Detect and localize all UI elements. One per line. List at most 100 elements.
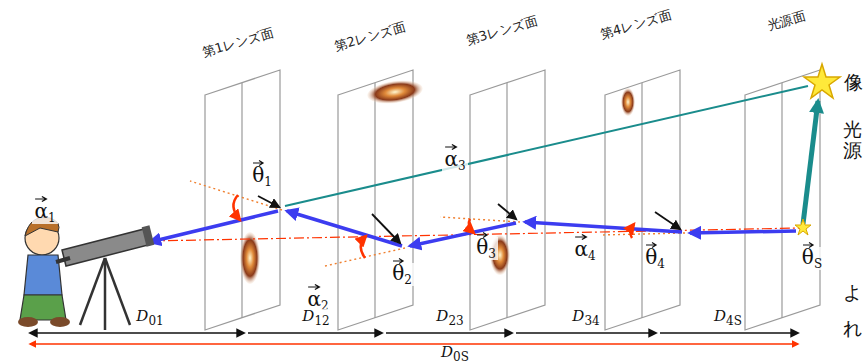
symbol: θ — [476, 237, 488, 257]
distance-label: D12 — [300, 309, 331, 327]
galaxy — [621, 88, 635, 116]
position-vectors — [258, 196, 680, 243]
ray — [690, 231, 796, 233]
ray — [287, 211, 402, 246]
symbol: D — [714, 307, 726, 325]
shoe — [50, 317, 70, 327]
plane-axis — [506, 83, 507, 318]
subscript: 12 — [314, 314, 329, 328]
lens-plane — [205, 70, 280, 330]
ray — [410, 223, 516, 246]
shoe — [18, 317, 38, 327]
galaxies — [240, 77, 635, 284]
distance-label: D23 — [434, 309, 465, 327]
deflection-arc — [630, 224, 634, 238]
subscript: 4 — [588, 249, 596, 263]
distance-arrow — [386, 332, 512, 334]
vector-label: α4 — [572, 239, 597, 262]
image-ray — [285, 86, 808, 206]
galaxy — [240, 232, 260, 284]
symbol: α — [574, 239, 588, 259]
ray — [525, 222, 682, 232]
image-shift-arrow — [803, 101, 818, 224]
symbol: D — [136, 307, 148, 325]
symbol: D — [302, 307, 314, 325]
theta-arrow — [655, 212, 680, 229]
symbol: α — [307, 289, 321, 309]
vector-arrow-stroke — [646, 242, 656, 247]
deflection-arc — [361, 236, 366, 258]
vector-arrow-stroke — [477, 232, 487, 237]
symbol: α — [34, 201, 48, 221]
text-label: よ — [843, 283, 862, 302]
vector-arrow-stroke — [803, 242, 813, 247]
plane-label: 第4レンズ面 — [599, 8, 673, 41]
source-star — [795, 219, 811, 235]
light-rays — [150, 211, 796, 246]
plane-axis — [781, 83, 782, 318]
distance-arrow — [516, 332, 656, 334]
vector-arrow — [574, 233, 588, 241]
vector-arrow — [645, 241, 657, 249]
telescope-lens — [142, 225, 155, 246]
vector-label: α1 — [32, 201, 57, 224]
text-label: 像 — [844, 73, 863, 92]
vector-arrow-stroke — [446, 144, 457, 149]
plane-axis — [241, 83, 242, 318]
total-distance-arrow — [30, 343, 798, 345]
distance-arrow — [248, 332, 382, 334]
distance-label: D01 — [134, 309, 165, 327]
distance-label: D4S — [712, 309, 744, 327]
trousers — [20, 295, 66, 320]
plane-label: 第3レンズ面 — [465, 14, 539, 47]
vector-arrow — [34, 195, 48, 203]
vector-label: θ3 — [474, 237, 498, 260]
symbol: α — [444, 149, 458, 169]
distance-arrows — [30, 332, 798, 334]
vector-arrow — [307, 283, 321, 291]
vector-label: α3 — [442, 149, 467, 172]
vector-arrow — [476, 231, 488, 239]
distance-label: D34 — [570, 309, 601, 327]
source-plane — [745, 70, 820, 330]
vector-label: θ1 — [250, 165, 274, 188]
plane-label: 第1レンズ面 — [201, 26, 275, 59]
symbol: θ — [252, 165, 264, 185]
lens-plane — [470, 70, 545, 330]
vector-arrow — [444, 143, 458, 151]
symbol: θ — [392, 263, 404, 283]
theta-arrow — [258, 196, 279, 207]
lens-plane — [338, 70, 413, 330]
subscript: 2 — [404, 273, 412, 287]
vector-arrow-stroke — [36, 196, 47, 201]
subscript: 23 — [448, 314, 463, 328]
lens-plane — [605, 70, 680, 330]
symbol: θ — [645, 247, 657, 267]
distance-arrow — [30, 332, 244, 334]
symbol: D — [441, 343, 453, 361]
plane-axis — [641, 83, 642, 318]
text-label: 光源 — [843, 119, 862, 161]
lens-planes — [205, 70, 820, 330]
subscript: 34 — [584, 314, 599, 328]
vector-label: θ4 — [643, 247, 667, 270]
symbol: θ — [802, 247, 814, 267]
extension-line — [600, 233, 685, 235]
theta-arrow — [372, 214, 400, 243]
text-label: れ — [843, 319, 862, 338]
subscript: S — [814, 257, 822, 271]
deflection-arc — [469, 219, 474, 233]
distance-label: D0S — [439, 345, 471, 363]
tripod — [80, 258, 130, 330]
telescope — [62, 228, 152, 266]
plane-axis — [374, 83, 375, 318]
tripod-leg — [105, 258, 130, 325]
galaxy — [366, 77, 425, 107]
image-star — [804, 64, 840, 98]
subscript: 3 — [458, 159, 466, 173]
distance-arrow — [660, 332, 798, 334]
theta-arrow — [498, 204, 516, 219]
extension-line — [440, 217, 520, 222]
